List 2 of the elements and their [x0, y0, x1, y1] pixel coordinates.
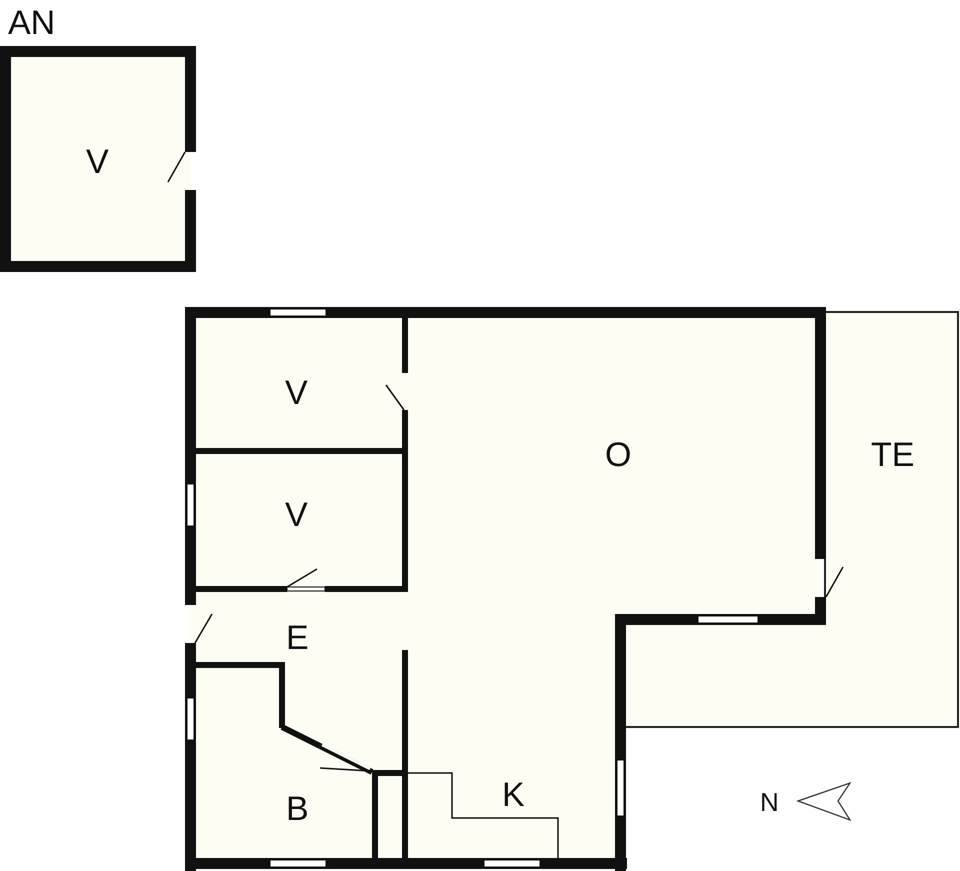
building-label: AN: [8, 6, 56, 40]
compass-label: N: [760, 789, 779, 815]
